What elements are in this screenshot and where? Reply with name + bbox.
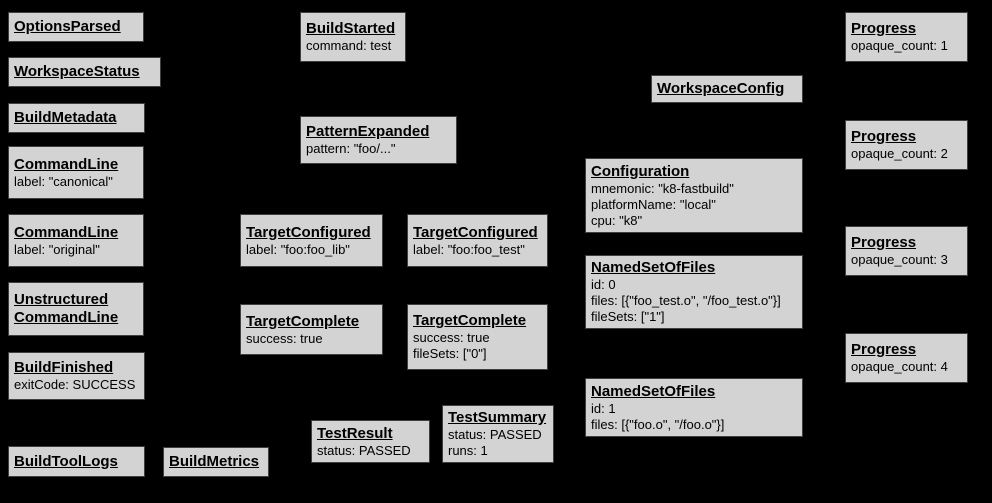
node-title: NamedSetOfFiles <box>591 382 716 400</box>
node-build-metadata: BuildMetadata <box>8 103 145 133</box>
node-title: BuildFinished <box>14 359 114 376</box>
node-title: BuildMetrics <box>169 453 260 470</box>
node-title: PatternExpanded <box>306 123 430 140</box>
node-attribute: command: test <box>306 38 392 53</box>
node-attribute: pattern: "foo/..." <box>306 141 396 156</box>
node-attribute: label: "canonical" <box>14 173 113 189</box>
node-title: OptionsParsed <box>14 18 121 35</box>
node-pattern-expanded: PatternExpanded pattern: "foo/..." <box>300 116 457 164</box>
node-build-metrics: BuildMetrics <box>163 447 269 477</box>
node-progress-2: Progress opaque_count: 2 <box>845 120 968 170</box>
node-target-configured-foo-lib: TargetConfigured label: "foo:foo_lib" <box>240 214 383 267</box>
node-title: TargetConfigured <box>413 223 538 241</box>
node-title: BuildToolLogs <box>14 452 118 470</box>
node-configuration: Configuration mnemonic: "k8-fastbuild" p… <box>585 158 803 233</box>
node-attribute: exitCode: SUCCESS <box>14 377 136 392</box>
node-options-parsed: OptionsParsed <box>8 12 144 42</box>
node-attribute: label: "original" <box>14 241 100 257</box>
node-unstructured-command-line: Unstructured CommandLine <box>8 282 144 336</box>
node-workspace-config: WorkspaceConfig <box>651 75 803 103</box>
node-title: TargetComplete <box>413 312 527 329</box>
node-title: CommandLine <box>14 155 119 173</box>
node-attribute: mnemonic: "k8-fastbuild" <box>591 180 734 196</box>
node-attribute: opaque_count: 4 <box>851 359 948 374</box>
node-attribute: success: true <box>413 330 490 345</box>
node-title: Progress <box>851 234 917 251</box>
node-target-complete-foo-test: TargetComplete success: true fileSets: [… <box>407 304 548 370</box>
node-command-line-original: CommandLine label: "original" <box>8 214 144 267</box>
node-attribute: opaque_count: 2 <box>851 146 948 161</box>
node-title: WorkspaceStatus <box>14 63 140 80</box>
node-attribute: status: PASSED <box>317 442 411 458</box>
node-title: Progress <box>851 20 917 37</box>
node-workspace-status: WorkspaceStatus <box>8 57 161 87</box>
node-target-complete-foo-lib: TargetComplete success: true <box>240 304 383 355</box>
node-attribute: platformName: "local" <box>591 196 716 212</box>
node-title: CommandLine <box>14 223 119 241</box>
node-title: BuildStarted <box>306 20 396 37</box>
node-title: Progress <box>851 128 917 145</box>
node-attribute: files: [{"foo.o", "/foo.o"}] <box>591 416 725 432</box>
node-attribute: files: [{"foo_test.o", "/foo_test.o"}] <box>591 293 781 308</box>
node-title: TargetComplete <box>246 312 360 330</box>
node-attribute: id: 1 <box>591 400 616 416</box>
node-title: TargetConfigured <box>246 223 371 241</box>
node-attribute: opaque_count: 3 <box>851 252 948 267</box>
node-title: Unstructured <box>14 291 109 308</box>
node-attribute: fileSets: ["0"] <box>413 346 487 361</box>
node-named-set-of-files-1: NamedSetOfFiles id: 1 files: [{"foo.o", … <box>585 378 803 437</box>
node-title: TestResult <box>317 424 393 442</box>
node-build-finished: BuildFinished exitCode: SUCCESS <box>8 352 145 400</box>
node-attribute: cpu: "k8" <box>591 212 643 228</box>
node-attribute: runs: 1 <box>448 443 488 458</box>
node-target-configured-foo-test: TargetConfigured label: "foo:foo_test" <box>407 214 548 267</box>
node-progress-3: Progress opaque_count: 3 <box>845 226 968 276</box>
node-title: Progress <box>851 341 917 358</box>
node-attribute: opaque_count: 1 <box>851 38 948 53</box>
node-progress-1: Progress opaque_count: 1 <box>845 12 968 62</box>
node-title: TestSummary <box>448 409 547 426</box>
node-build-started: BuildStarted command: test <box>300 12 406 62</box>
node-test-summary: TestSummary status: PASSED runs: 1 <box>442 405 554 463</box>
node-test-result: TestResult status: PASSED <box>311 420 430 463</box>
node-title: CommandLine <box>14 309 119 326</box>
node-command-line-canonical: CommandLine label: "canonical" <box>8 146 144 199</box>
node-progress-4: Progress opaque_count: 4 <box>845 333 968 383</box>
node-attribute: label: "foo:foo_test" <box>413 241 525 257</box>
node-attribute: success: true <box>246 330 323 346</box>
node-attribute: id: 0 <box>591 277 616 292</box>
node-title: BuildMetadata <box>14 109 117 126</box>
node-named-set-of-files-0: NamedSetOfFiles id: 0 files: [{"foo_test… <box>585 255 803 329</box>
node-attribute: label: "foo:foo_lib" <box>246 241 350 257</box>
node-attribute: fileSets: ["1"] <box>591 309 665 324</box>
node-title: WorkspaceConfig <box>657 80 785 97</box>
node-attribute: status: PASSED <box>448 427 542 442</box>
node-title: NamedSetOfFiles <box>591 259 716 276</box>
node-title: Configuration <box>591 162 690 180</box>
node-build-tool-logs: BuildToolLogs <box>8 446 145 477</box>
